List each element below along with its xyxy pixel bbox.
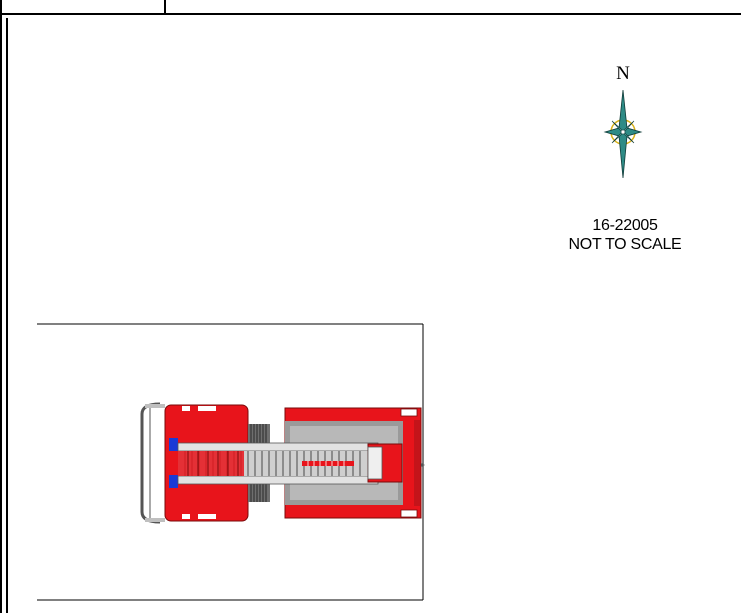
- fire-truck-top-view-icon: [140, 402, 425, 524]
- frame-top-tick: [164, 0, 166, 14]
- diagram-reference-number: 16-22005: [592, 217, 658, 234]
- frame-corner-tick: [0, 0, 2, 14]
- frame-top-border: [0, 13, 741, 15]
- frame-left-outer-border: [0, 13, 2, 613]
- scale-note: NOT TO SCALE: [568, 236, 682, 253]
- frame-left-inner-border: [6, 18, 8, 613]
- compass-rose-icon: [603, 89, 643, 179]
- compass-north-label: N: [616, 63, 630, 84]
- north-compass: N: [598, 64, 648, 182]
- vehicle-inset-frame: [37, 323, 424, 601]
- diagram-caption: 16-22005 NOT TO SCALE: [540, 216, 710, 254]
